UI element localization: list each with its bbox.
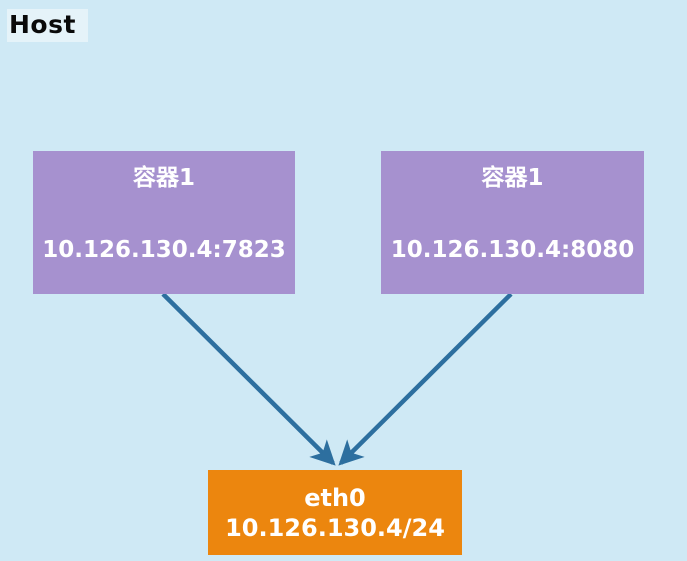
container-2-title: 容器1 bbox=[481, 165, 544, 191]
arrow-container1-to-eth0 bbox=[161, 292, 336, 466]
container-2-address: 10.126.130.4:8080 bbox=[390, 237, 635, 263]
container-1-title: 容器1 bbox=[132, 165, 195, 191]
eth0-title: eth0 bbox=[304, 483, 366, 512]
eth0-address: 10.126.130.4/24 bbox=[225, 513, 445, 542]
container-1-address: 10.126.130.4:7823 bbox=[42, 237, 286, 263]
node-container-2: 容器1 10.126.130.4:8080 bbox=[381, 151, 644, 294]
node-eth0: eth0 10.126.130.4/24 bbox=[208, 470, 462, 555]
node-container-1: 容器1 10.126.130.4:7823 bbox=[33, 151, 295, 294]
arrow-container2-to-eth0 bbox=[338, 292, 513, 466]
host-label: Host bbox=[7, 9, 88, 42]
